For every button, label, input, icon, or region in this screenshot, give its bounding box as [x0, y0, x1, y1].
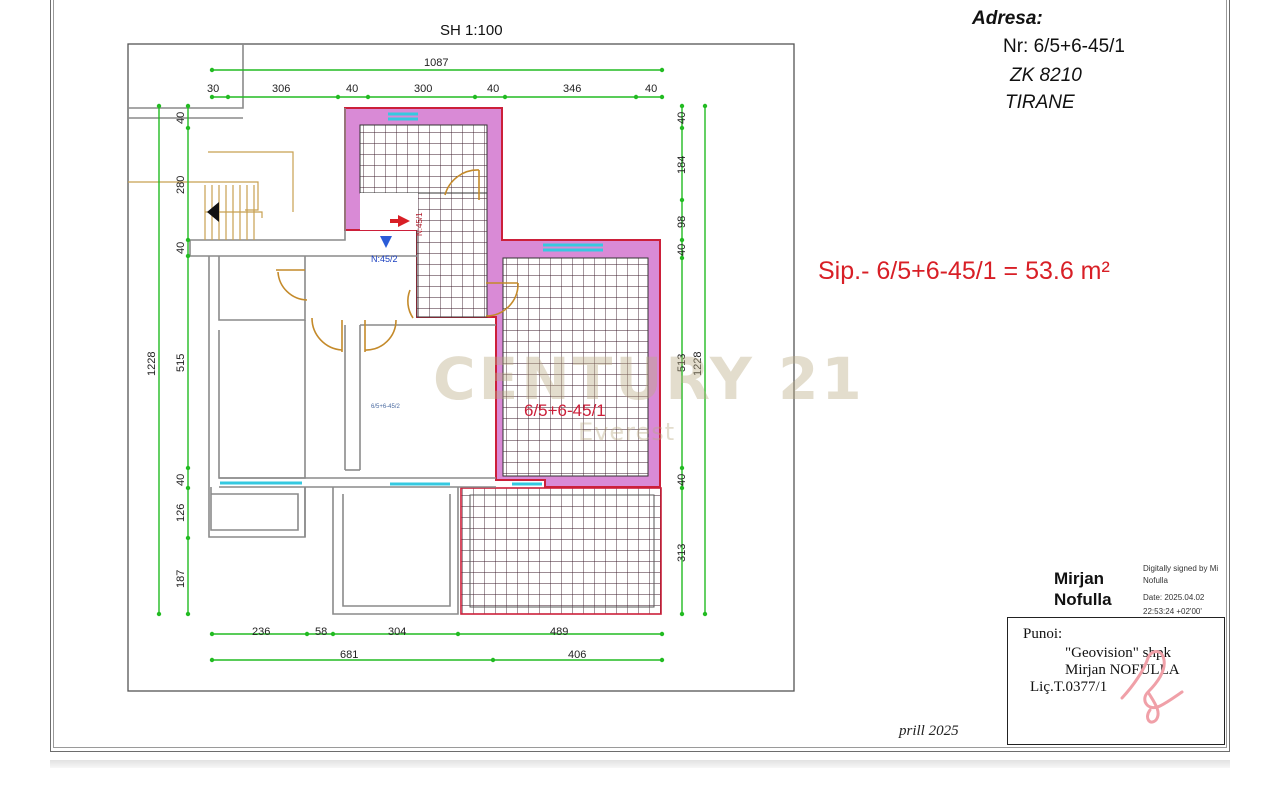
- signature-line-2: Nofulla: [1143, 576, 1168, 585]
- dim-bottom-4: 489: [550, 626, 568, 638]
- dim-right-6: 40: [676, 474, 688, 486]
- dim-top-1: 30: [207, 83, 219, 95]
- area-label: Sip.- 6/5+6-45/1 = 53.6 m²: [818, 257, 1110, 285]
- entrance-arrow-icon: [390, 215, 410, 227]
- address-zone: ZK 8210: [1010, 65, 1082, 86]
- page-shadow: [50, 760, 1230, 768]
- neighbour-unit: [128, 44, 496, 615]
- dim-top-2: 306: [272, 83, 290, 95]
- stamp-license: Liç.T.0377/1: [1030, 679, 1108, 695]
- surveyor-stamp: Punoi: "Geovision" shpk Mirjan NOFULLA L…: [1007, 617, 1225, 745]
- dim-top-6: 346: [563, 83, 581, 95]
- dim-left-2: 280: [175, 176, 187, 194]
- dim-top-3: 40: [346, 83, 358, 95]
- stamp-person: Mirjan NOFULLA: [1065, 662, 1180, 678]
- digital-signature-details: Digitally signed by Mi Nofulla Date: 202…: [1143, 563, 1233, 618]
- dim-right-1: 40: [676, 112, 688, 124]
- address-number: Nr: 6/5+6-45/1: [1003, 36, 1125, 57]
- dim-top-7: 40: [645, 83, 657, 95]
- dim-left-4: 515: [175, 354, 187, 372]
- address-title: Adresa:: [972, 8, 1043, 29]
- dim-bottom-3: 304: [388, 626, 406, 638]
- dim-bottom-5: 681: [340, 649, 358, 661]
- dim-right-2: 184: [676, 156, 688, 174]
- dim-bottom-6: 406: [568, 649, 586, 661]
- address-city: TIRANE: [1005, 92, 1075, 113]
- dim-left-1: 40: [175, 112, 187, 124]
- dim-left-5: 40: [175, 474, 187, 486]
- plan-frame: [127, 43, 795, 692]
- dim-left-6: 126: [175, 504, 187, 522]
- signer-name: Mirjan Nofulla: [1054, 569, 1112, 609]
- dimension-lines: [158, 69, 706, 661]
- wall-label: N:45/1: [415, 212, 424, 236]
- signature-line-3: Date: 2025.04.02: [1143, 593, 1205, 602]
- dim-right-3: 98: [676, 216, 688, 228]
- dim-bottom-1: 236: [252, 626, 270, 638]
- dim-left-7: 187: [175, 570, 187, 588]
- staircase: [128, 151, 294, 240]
- room-label-small: 6/5+6-45/2: [371, 404, 401, 410]
- drawing-date: prill 2025: [899, 723, 959, 739]
- dimension-ticks: [156, 67, 708, 663]
- dim-right-5: 513: [676, 354, 688, 372]
- dim-top-5: 40: [487, 83, 499, 95]
- balcony: [460, 487, 662, 615]
- dim-right-7: 313: [676, 544, 688, 562]
- stamp-punoi: Punoi:: [1023, 626, 1063, 642]
- dim-bottom-2: 58: [315, 626, 327, 638]
- dim-left-3: 40: [175, 242, 187, 254]
- dim-top-total: 1087: [424, 57, 448, 69]
- windows: [220, 112, 603, 486]
- stamp-company: "Geovision" shpk: [1065, 645, 1171, 661]
- signature-line-1: Digitally signed by Mi: [1143, 564, 1219, 573]
- n-label: N:45/2: [371, 254, 398, 264]
- entrance-down-arrow-icon: [380, 236, 392, 248]
- dim-right-total: 1228: [692, 352, 704, 376]
- drawing-scale: SH 1:100: [440, 22, 503, 39]
- signature-line-4: 22:53:24 +02'00': [1143, 607, 1202, 616]
- unit-6-5-6-45-1: [344, 107, 661, 488]
- handwritten-signature-icon: [1120, 650, 1184, 724]
- dim-top-4: 300: [414, 83, 432, 95]
- door-arcs: [276, 169, 519, 352]
- unit-label: 6/5+6-45/1: [524, 401, 606, 420]
- stair-direction-arrow: [207, 202, 219, 222]
- dim-left-total: 1228: [146, 352, 158, 376]
- dim-right-4: 40: [676, 244, 688, 256]
